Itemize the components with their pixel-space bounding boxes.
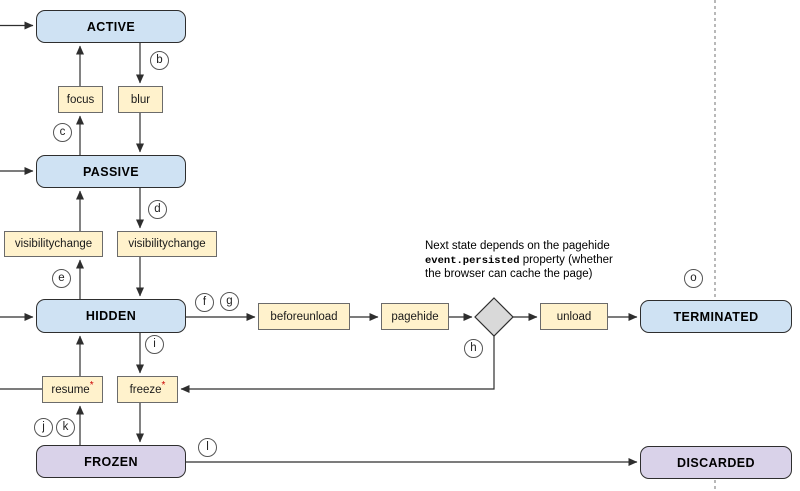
marker-g: g [220,292,239,311]
marker-d: d [148,200,167,219]
pagehide-annotation: Next state depends on the pagehide event… [425,240,613,282]
marker-h: h [464,339,483,358]
state-active: ACTIVE [36,10,186,43]
state-hidden: HIDDEN [36,299,186,333]
event-pagehide: pagehide [381,303,449,330]
marker-k: k [56,418,75,437]
state-passive: PASSIVE [36,155,186,188]
marker-e: e [52,269,71,288]
connector-decision-to-freeze [180,336,495,393]
marker-f: f [195,293,214,312]
event-blur: blur [118,86,163,113]
annotation-line1: Next state depends on the pagehide [425,240,610,252]
annotation-code: event.persisted [425,254,520,267]
marker-o: o [684,269,703,288]
marker-b: b [150,51,169,70]
event-visibilitychange-down: visibilitychange [117,231,217,257]
annotation-line2-rest: property (whether [519,253,613,266]
annotation-line3: the browser can cache the page) [425,268,593,280]
event-focus: focus [58,86,103,113]
event-resume: resume* [42,376,103,403]
marker-j: j [34,418,53,437]
event-visibilitychange-up: visibilitychange [4,231,103,257]
event-freeze: freeze* [117,376,178,403]
event-beforeunload: beforeunload [258,303,350,330]
state-terminated: TERMINATED [640,300,792,333]
event-resume-label: resume [51,383,90,396]
state-discarded: DISCARDED [640,446,792,479]
marker-l: l [198,438,217,457]
marker-c: c [53,123,72,142]
decision-diamond [474,297,514,337]
state-frozen: FROZEN [36,445,186,478]
event-freeze-label: freeze [129,383,162,396]
marker-i: i [145,335,164,354]
event-unload: unload [540,303,608,330]
annotation-line2: event.persisted property (whether [425,254,613,269]
